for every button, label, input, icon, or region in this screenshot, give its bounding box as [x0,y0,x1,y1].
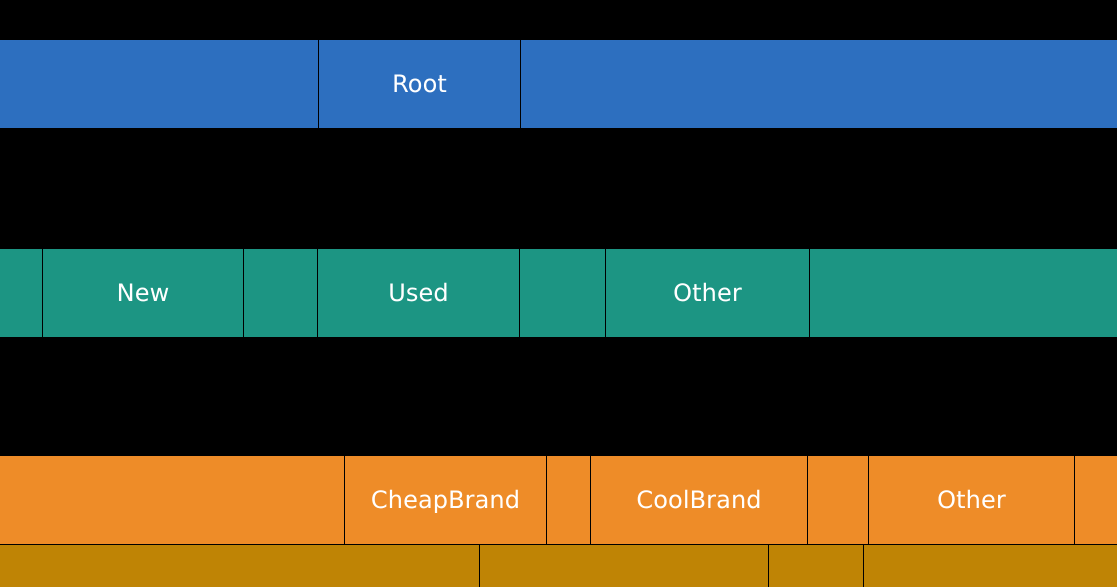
node-label: CheapBrand [370,486,521,514]
node-other[interactable]: Other [869,456,1074,544]
node-unlabeled[interactable] [808,456,868,544]
node-unlabeled[interactable] [0,545,479,587]
node-unlabeled[interactable] [547,456,590,544]
node-unlabeled[interactable] [0,40,318,128]
node-unlabeled[interactable] [810,249,1117,337]
node-unlabeled[interactable] [520,249,605,337]
node-label: Other [937,486,1006,514]
hierarchy-level-1: New Used Other [0,249,1117,337]
node-coolbrand[interactable]: CoolBrand [591,456,807,544]
node-label: Used [388,279,449,307]
hierarchy-level-2: CheapBrand CoolBrand Other [0,456,1117,544]
hierarchy-level-0: Root [0,40,1117,128]
node-other[interactable]: Other [606,249,809,337]
node-label: CoolBrand [636,486,762,514]
hierarchy-level-3 [0,545,1117,587]
node-unlabeled[interactable] [0,456,344,544]
node-unlabeled[interactable] [480,545,768,587]
node-unlabeled[interactable] [0,249,42,337]
node-unlabeled[interactable] [864,545,1117,587]
node-unlabeled[interactable] [244,249,317,337]
node-label: Other [673,279,742,307]
node-label: Root [392,70,447,98]
node-label: New [116,279,170,307]
node-new[interactable]: New [43,249,243,337]
node-unlabeled[interactable] [521,40,1117,128]
node-unlabeled[interactable] [1075,456,1117,544]
node-root[interactable]: Root [319,40,520,128]
node-cheapbrand[interactable]: CheapBrand [345,456,546,544]
node-unlabeled[interactable] [769,545,863,587]
node-used[interactable]: Used [318,249,519,337]
